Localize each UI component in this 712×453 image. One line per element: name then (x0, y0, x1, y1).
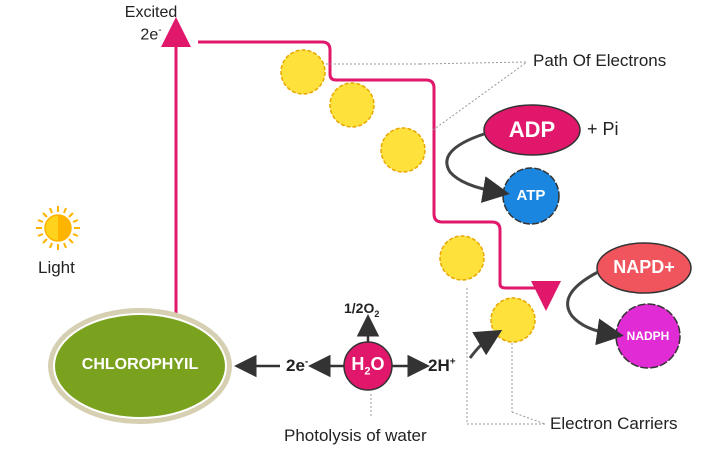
carrier-blob (280, 49, 326, 95)
electron-carriers (280, 49, 536, 343)
carrier-blob (490, 297, 536, 343)
excited-line1: Excited (124, 4, 178, 21)
chlorophyll-body (53, 313, 227, 419)
electron-carriers-label: Electron Carriers (550, 414, 678, 433)
napd-label: NAPD+ (613, 257, 675, 277)
plus-pi-label: + Pi (587, 119, 619, 139)
leader-lines (322, 61, 546, 425)
carrier-blob (380, 127, 426, 173)
adp-label: ADP (508, 117, 556, 142)
electron-path (198, 40, 561, 311)
photolysis-label: Photolysis of water (284, 426, 427, 445)
nadph-label: NADPH (626, 329, 670, 343)
water-label: H2O (351, 354, 385, 378)
two-e-label: 2e- (286, 356, 309, 375)
sun-icon (36, 206, 80, 250)
chlorophyll-label: CHLOROPHYIL (81, 356, 199, 373)
path-of-electrons-label: Path Of Electrons (533, 51, 667, 70)
napd-to-nadph-arrow (566, 270, 624, 346)
oxygen-label: 1/2O2 (344, 300, 380, 319)
atp-label: ATP (516, 187, 546, 204)
carrier-blob (439, 235, 485, 281)
adp-ellipse (483, 104, 581, 156)
excited-label: Excited 2e- (117, 4, 185, 44)
light-label: Light (38, 258, 75, 277)
napd-ellipse (596, 242, 692, 294)
carrier-blob (329, 82, 375, 128)
hplus-arrow (468, 329, 503, 359)
two-h-label: 2H+ (428, 356, 456, 375)
adp-to-atp-arrow (445, 132, 510, 203)
excited-line2: 2e- (140, 25, 162, 44)
